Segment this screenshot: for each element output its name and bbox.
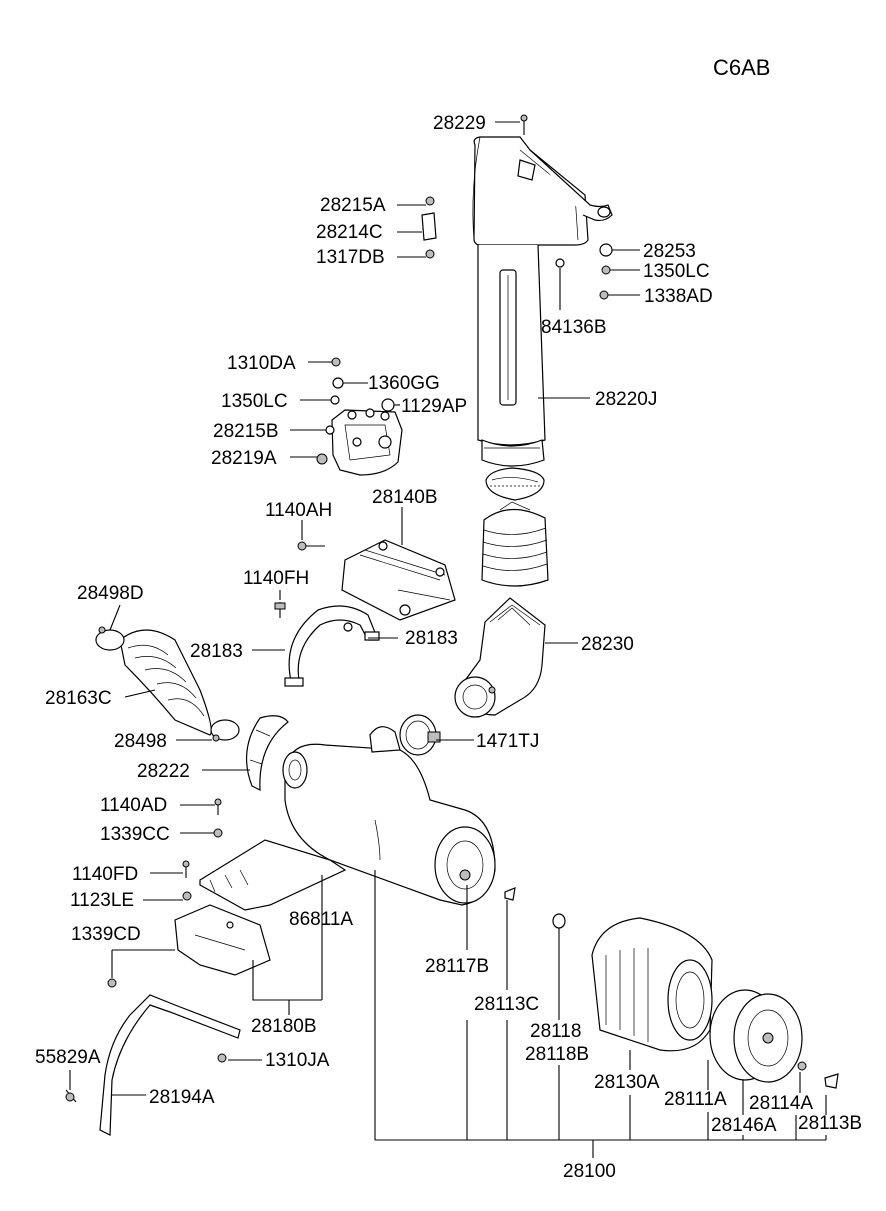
label-1317DB: 1317DB: [316, 247, 385, 268]
label-28183-left: 28183: [190, 641, 243, 662]
label-28111A: 28111A: [664, 1089, 727, 1110]
bellows-hose: [481, 501, 549, 587]
clamp-1471TJ: [399, 714, 441, 756]
label-28183-right: 28183: [405, 628, 458, 649]
label-28113C: 28113C: [474, 994, 539, 1015]
label-1339CD: 1339CD: [71, 924, 141, 945]
label-28214C: 28214C: [316, 222, 383, 243]
label-1140FH: 1140FH: [243, 568, 309, 589]
intake-duct-28220J: [472, 136, 613, 467]
label-1123LE: 1123LE: [70, 890, 134, 911]
label-28229: 28229: [433, 113, 486, 134]
label-28194A: 28194A: [149, 1087, 215, 1108]
label-1140AH: 1140AH: [265, 500, 332, 521]
diagram-code: C6AB: [713, 55, 770, 80]
part-labels: 28229 28215A 28214C 1317DB 28253 1350LC …: [35, 113, 862, 1182]
hose-28163C: [95, 626, 240, 742]
label-1310DA: 1310DA: [227, 353, 296, 374]
label-28498D: 28498D: [77, 583, 144, 604]
label-28113B: 28113B: [798, 1113, 862, 1134]
label-28219A: 28219A: [211, 448, 277, 469]
label-1129AP: 1129AP: [401, 396, 467, 417]
label-28130A: 28130A: [594, 1072, 660, 1093]
label-86811A: 86811A: [289, 909, 353, 930]
strap-bracket-28183: [284, 605, 380, 687]
label-1350LC-lower: 1350LC: [221, 391, 288, 412]
label-28222: 28222: [137, 761, 190, 782]
label-28140B: 28140B: [372, 487, 438, 508]
label-55829A: 55829A: [35, 1047, 101, 1068]
label-1360GG: 1360GG: [368, 373, 440, 394]
label-28180B: 28180B: [251, 1016, 317, 1037]
label-28220J: 28220J: [595, 389, 657, 410]
label-1140FD: 1140FD: [72, 864, 138, 885]
label-28215B: 28215B: [213, 421, 279, 442]
label-1350LC-upper: 1350LC: [643, 261, 710, 282]
leader-lines: [69, 121, 827, 1158]
bracket-plate: [331, 408, 403, 476]
label-28146A: 28146A: [711, 1115, 777, 1136]
lower-bracket-28180B: [174, 904, 271, 976]
label-28163C: 28163C: [45, 688, 112, 709]
clamp-ring: [485, 467, 545, 501]
bolts-left: [65, 798, 227, 1103]
label-28117B: 28117B: [425, 956, 489, 977]
label-28230: 28230: [581, 634, 634, 655]
label-1339CC: 1339CC: [100, 824, 170, 845]
cover-28111A: [709, 989, 803, 1083]
strap-28194A: [99, 994, 241, 1136]
label-28253: 28253: [643, 241, 696, 262]
filter-element-28130A: [591, 917, 713, 1052]
label-28118: 28118: [530, 1021, 581, 1042]
label-84136B: 84136B: [541, 317, 607, 338]
label-28498: 28498: [114, 731, 167, 752]
label-1471TJ: 1471TJ: [476, 731, 539, 752]
label-1310JA: 1310JA: [265, 1050, 330, 1071]
label-1140AD: 1140AD: [100, 795, 167, 816]
air-cleaner-housing: [282, 726, 496, 906]
bolt-1140FH: [274, 602, 286, 618]
label-28118B: 28118B: [525, 1044, 589, 1065]
heat-shield-28140B: [297, 539, 456, 621]
label-28100: 28100: [563, 1161, 616, 1182]
label-28114A: 28114A: [749, 1093, 813, 1114]
label-1338AD: 1338AD: [644, 286, 713, 307]
label-28215A: 28215A: [320, 195, 386, 216]
elbow-duct-28230: [454, 597, 546, 718]
lower-bracket-86811A: [199, 839, 347, 911]
seal-28222: [246, 715, 289, 791]
